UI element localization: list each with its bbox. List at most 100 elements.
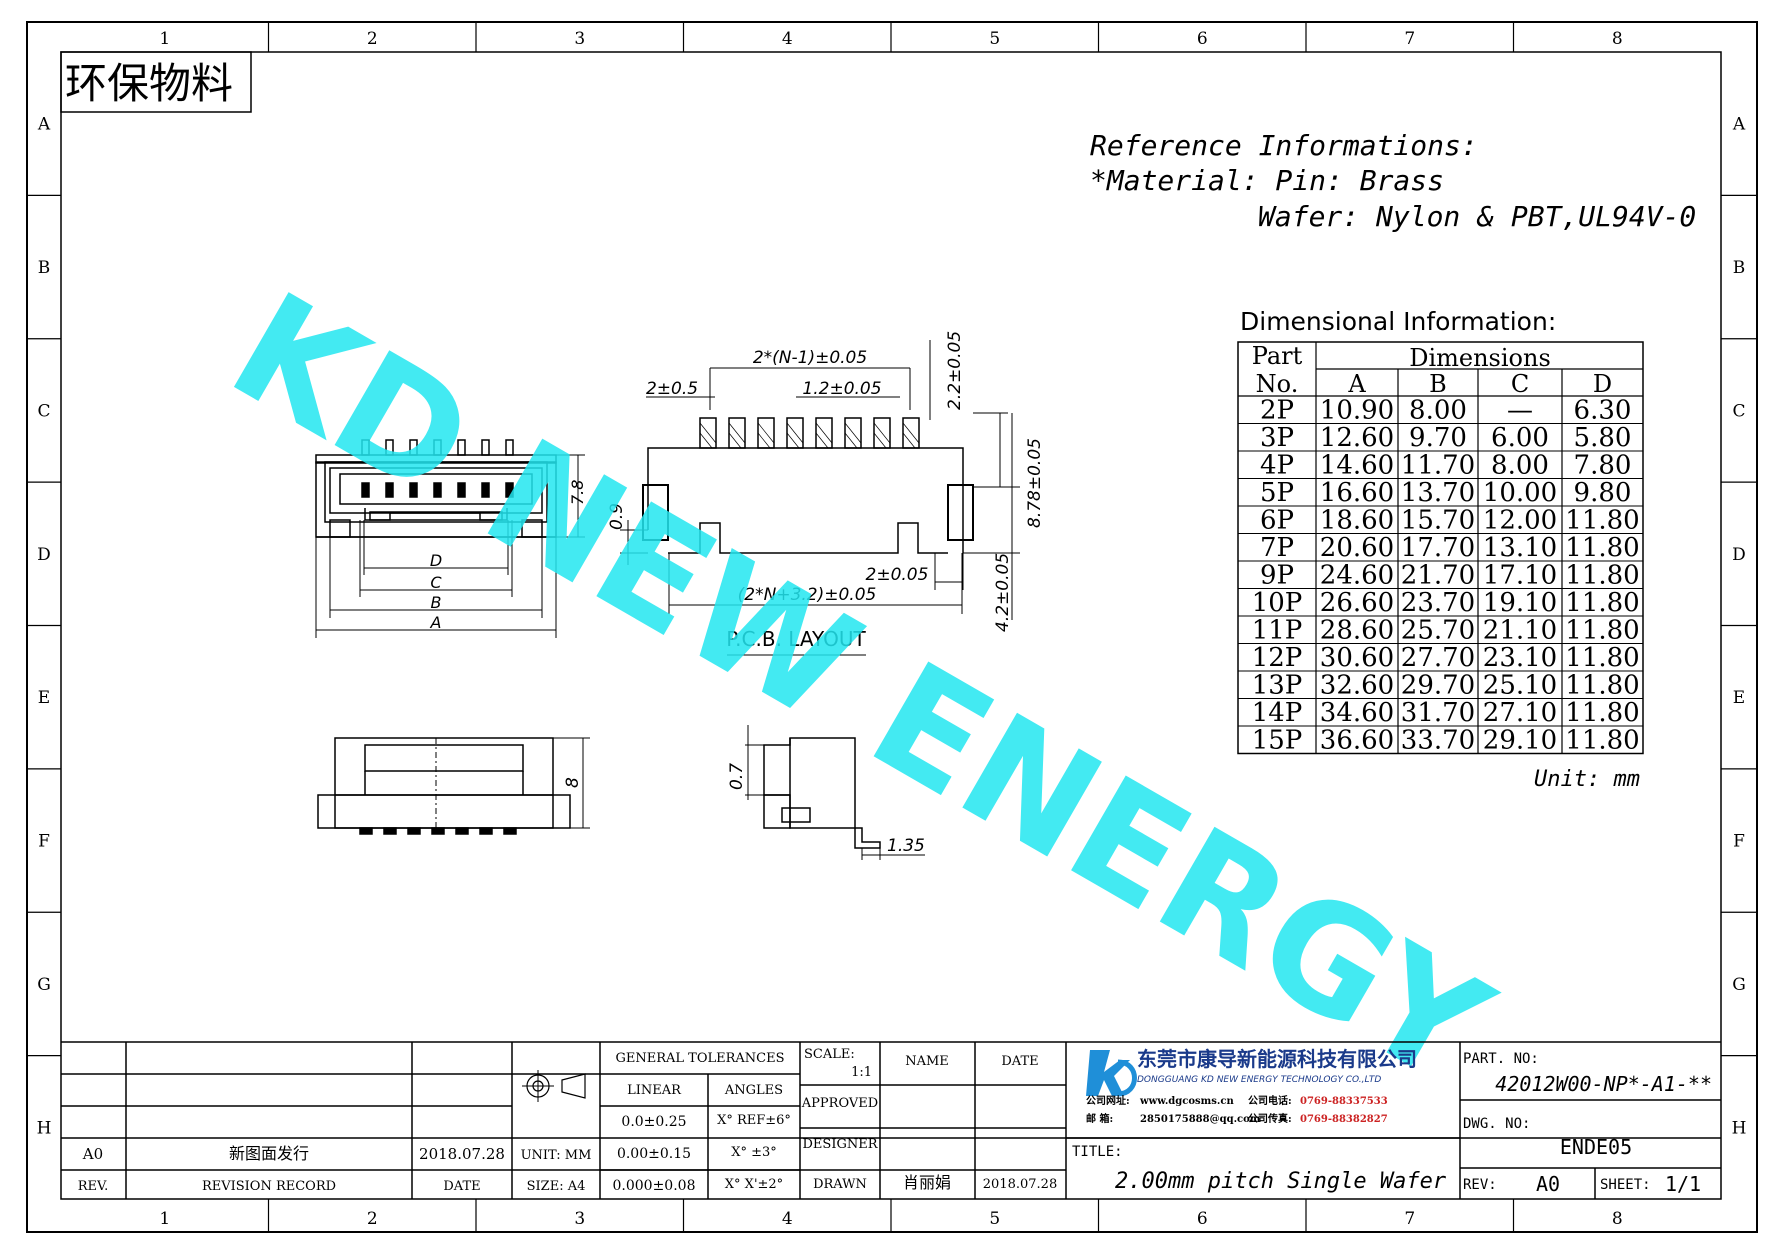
dim-side-small: 0.9: [607, 503, 627, 530]
side-view: [317, 737, 590, 835]
grid-row-label-left: G: [37, 975, 51, 995]
grid-row-label-right: B: [1733, 258, 1746, 278]
rev-value: A0: [1536, 1172, 1560, 1196]
rev-label: REV.: [78, 1179, 109, 1194]
table-cell: 21.10: [1483, 616, 1557, 646]
table-cell: 25.10: [1483, 671, 1557, 701]
drawing-title: 2.00mm pitch Single Wafer: [1115, 1169, 1447, 1194]
table-cell: 29.70: [1401, 671, 1475, 701]
table-cell: 4P: [1260, 451, 1294, 481]
tel-value: 0769-88337533: [1300, 1096, 1388, 1107]
table-cell: 31.70: [1401, 698, 1475, 728]
title-label: TITLE:: [1072, 1144, 1123, 1160]
table-header-col: C: [1511, 370, 1529, 398]
connector-contact: [457, 482, 466, 498]
side-pin: [479, 827, 493, 835]
table-cell: 13.70: [1401, 478, 1475, 508]
part-no: 42012W00-NP*-A1-**: [1495, 1072, 1712, 1096]
front-view: [315, 439, 585, 638]
grid-row-label-left: H: [37, 1118, 52, 1138]
table-cell: 10.90: [1320, 396, 1394, 426]
table-cell: 8.00: [1491, 451, 1549, 481]
pad-hatch: [728, 432, 742, 449]
name-header: NAME: [905, 1054, 949, 1069]
table-cell: 12.00: [1483, 506, 1557, 536]
table-cell: 10.00: [1483, 478, 1557, 508]
table-cell: 11.80: [1565, 506, 1639, 536]
table-cell: 36.60: [1320, 726, 1394, 756]
table-cell: 28.60: [1320, 616, 1394, 646]
grid-col-label-bottom: 8: [1612, 1209, 1623, 1229]
table-cell: 18.60: [1320, 506, 1394, 536]
dim-A: A: [430, 613, 442, 632]
company-logo: [1086, 1050, 1137, 1097]
eco-stamp: 环保物料: [65, 59, 233, 108]
table-cell: 34.60: [1320, 698, 1394, 728]
table-cell: 6.00: [1491, 423, 1549, 453]
revision-record: REVISION RECORD: [202, 1179, 336, 1194]
tel-label: 公司电话:: [1248, 1094, 1292, 1107]
dim-side-view-h: 8: [563, 777, 583, 788]
connector-contact: [505, 482, 514, 498]
pcb-layout: [620, 340, 1020, 656]
table-cell: 11.80: [1565, 561, 1639, 591]
dim-small-a: 0.7: [727, 763, 747, 790]
size-label: SIZE: A4: [527, 1179, 586, 1194]
dim-pad-w: 2±0.5: [646, 379, 698, 399]
table-header-col: B: [1429, 370, 1447, 398]
scale-label: SCALE:: [804, 1047, 855, 1062]
connector-contact: [481, 482, 490, 498]
grid-row-label-right: H: [1732, 1118, 1747, 1138]
table-header-col: D: [1593, 370, 1612, 398]
table-header-col: A: [1347, 370, 1366, 398]
table-cell: 11.80: [1565, 643, 1639, 673]
fax-label: 公司传真:: [1248, 1112, 1292, 1125]
dwg-no: ENDE05: [1560, 1135, 1632, 1159]
table-cell: 15.70: [1401, 506, 1475, 536]
ang-3: X° X'±2°: [725, 1177, 783, 1192]
table-cell: —: [1507, 396, 1533, 426]
table-cell: 23.10: [1483, 643, 1557, 673]
table-cell: 5.80: [1574, 423, 1632, 453]
grid-col-label-top: 3: [574, 29, 585, 49]
side-pin: [503, 827, 517, 835]
table-cell: 17.10: [1483, 561, 1557, 591]
table-cell: 17.70: [1401, 533, 1475, 563]
general-tolerances: GENERAL TOLERANCES: [615, 1051, 784, 1066]
table-cell: 6.30: [1574, 396, 1632, 426]
pad-hatch: [699, 432, 713, 449]
rev-a0: A0: [82, 1145, 103, 1163]
grid-col-label-bottom: 5: [989, 1209, 1000, 1229]
table-cell: 11.80: [1565, 671, 1639, 701]
pad-hatch: [873, 422, 891, 444]
table-cell: 27.10: [1483, 698, 1557, 728]
table-cell: 11.80: [1565, 726, 1639, 756]
dwg-no-label: DWG. NO:: [1463, 1116, 1530, 1132]
side-pin: [407, 827, 421, 835]
pad-hatch: [844, 422, 862, 444]
pad-hatch: [902, 432, 916, 449]
table-cell: 3P: [1260, 423, 1294, 453]
table-cell: 7.80: [1574, 451, 1632, 481]
ang-2: X° ±3°: [731, 1145, 777, 1160]
angles-label: ANGLES: [724, 1083, 783, 1098]
table-cell: 30.60: [1320, 643, 1394, 673]
record-new: 新图面发行: [229, 1144, 309, 1163]
drawn-label: DRAWN: [813, 1177, 867, 1192]
web-value: www.dgcosms.cn: [1139, 1096, 1234, 1107]
table-cell: 12.60: [1320, 423, 1394, 453]
table-cell: 23.70: [1401, 588, 1475, 618]
table-cell: 9.80: [1574, 478, 1632, 508]
table-cell: 5P: [1260, 478, 1294, 508]
pad-hatch: [757, 422, 775, 444]
table-cell: 21.70: [1401, 561, 1475, 591]
table-cell: 19.10: [1483, 588, 1557, 618]
table-cell: 20.60: [1320, 533, 1394, 563]
pad-hatch: [786, 432, 800, 449]
grid-row-label-left: A: [37, 115, 51, 135]
dim-small-b: 1.35: [887, 836, 925, 856]
connector-contact: [409, 482, 418, 498]
ang-1: X° REF±6°: [717, 1113, 791, 1128]
eco-stamp-box: [60, 51, 252, 113]
grid-row-label-left: F: [38, 832, 50, 852]
